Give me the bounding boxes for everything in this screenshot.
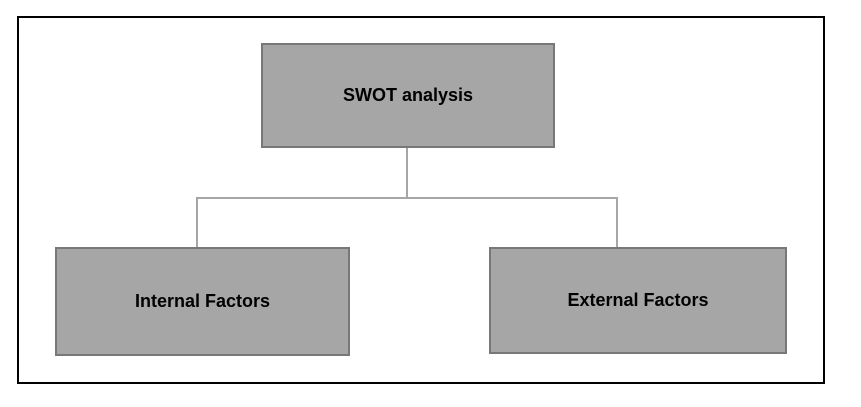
connector-right-drop bbox=[616, 197, 618, 247]
node-swot-analysis: SWOT analysis bbox=[261, 43, 555, 148]
diagram-frame bbox=[17, 16, 825, 384]
node-internal-factors: Internal Factors bbox=[55, 247, 350, 356]
node-external-factors: External Factors bbox=[489, 247, 787, 354]
node-internal-factors-label: Internal Factors bbox=[134, 290, 271, 311]
node-swot-analysis-label: SWOT analysis bbox=[342, 84, 474, 105]
connector-horizontal-bar bbox=[196, 197, 618, 199]
connector-root-stem bbox=[406, 148, 408, 198]
connector-left-drop bbox=[196, 197, 198, 247]
node-external-factors-label: External Factors bbox=[567, 289, 709, 310]
